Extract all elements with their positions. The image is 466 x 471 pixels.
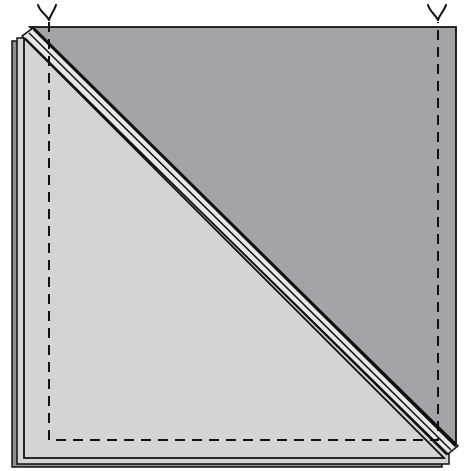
thread-tail-icon <box>428 5 446 20</box>
thread-tail-icon <box>38 5 56 20</box>
